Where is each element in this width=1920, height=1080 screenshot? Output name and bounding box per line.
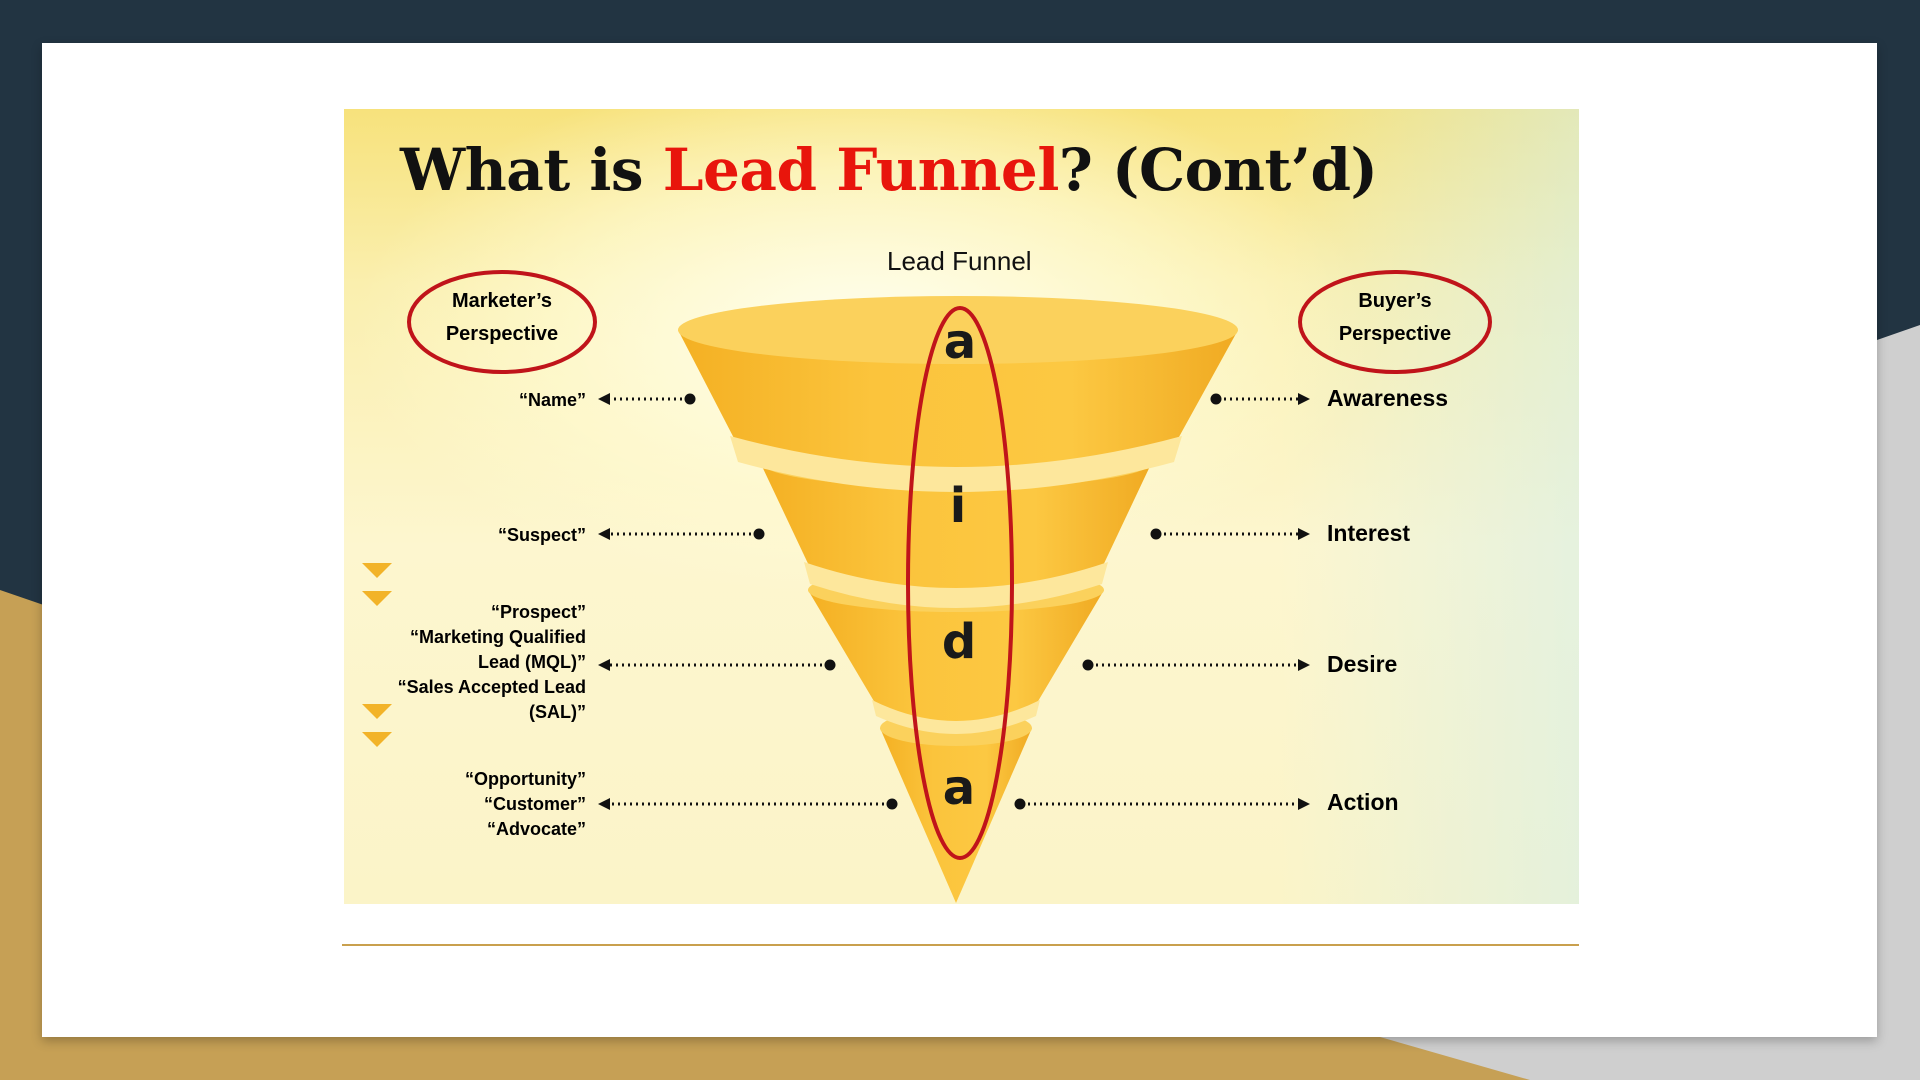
divider-line	[342, 944, 1579, 946]
marketer-term-opportunity: “Opportunity” “Customer” “Advocate”	[465, 769, 586, 839]
triangle-bullets	[362, 563, 392, 747]
funnel-segment-1	[678, 296, 1238, 492]
right-connector-dots	[1014, 393, 1222, 810]
marketer-term-name: “Name”	[518, 390, 586, 410]
left-connector-dots	[684, 393, 898, 810]
slide-title: What is Lead Funnel? (Cont’d)	[400, 136, 1378, 204]
marketer-perspective-ellipse	[407, 270, 597, 374]
buyer-perspective-label: Buyer’s Perspective	[1338, 290, 1452, 345]
triangle-bullet-icon	[362, 591, 392, 606]
left-connectors	[598, 393, 890, 810]
marketer-term-suspect: “Suspect”	[497, 525, 586, 545]
marketer-perspective-label: Marketer’s Perspective	[445, 290, 559, 345]
funnel-letter-d: d	[941, 614, 977, 670]
title-highlight: Lead Funnel	[662, 136, 1060, 204]
buyer-stage-action: Action	[1327, 789, 1399, 815]
funnel-letter-a-action: a	[942, 760, 976, 816]
triangle-bullet-icon	[362, 704, 392, 719]
triangle-bullet-icon	[362, 732, 392, 747]
triangle-bullet-icon	[362, 563, 392, 578]
funnel-letter-i: i	[949, 478, 967, 534]
aida-highlight-ellipse	[906, 306, 1014, 860]
buyer-perspective-ellipse	[1298, 270, 1492, 374]
funnel-letter-a: a	[943, 314, 977, 370]
buyer-stage-desire: Desire	[1327, 651, 1398, 677]
right-connectors	[1022, 393, 1310, 810]
marketer-term-prospect: “Prospect” “Marketing Qualified Lead (MQ…	[397, 602, 586, 722]
funnel-title: Lead Funnel	[887, 246, 1032, 276]
buyer-stage-awareness: Awareness	[1327, 385, 1449, 411]
buyer-stage-interest: Interest	[1327, 520, 1411, 546]
